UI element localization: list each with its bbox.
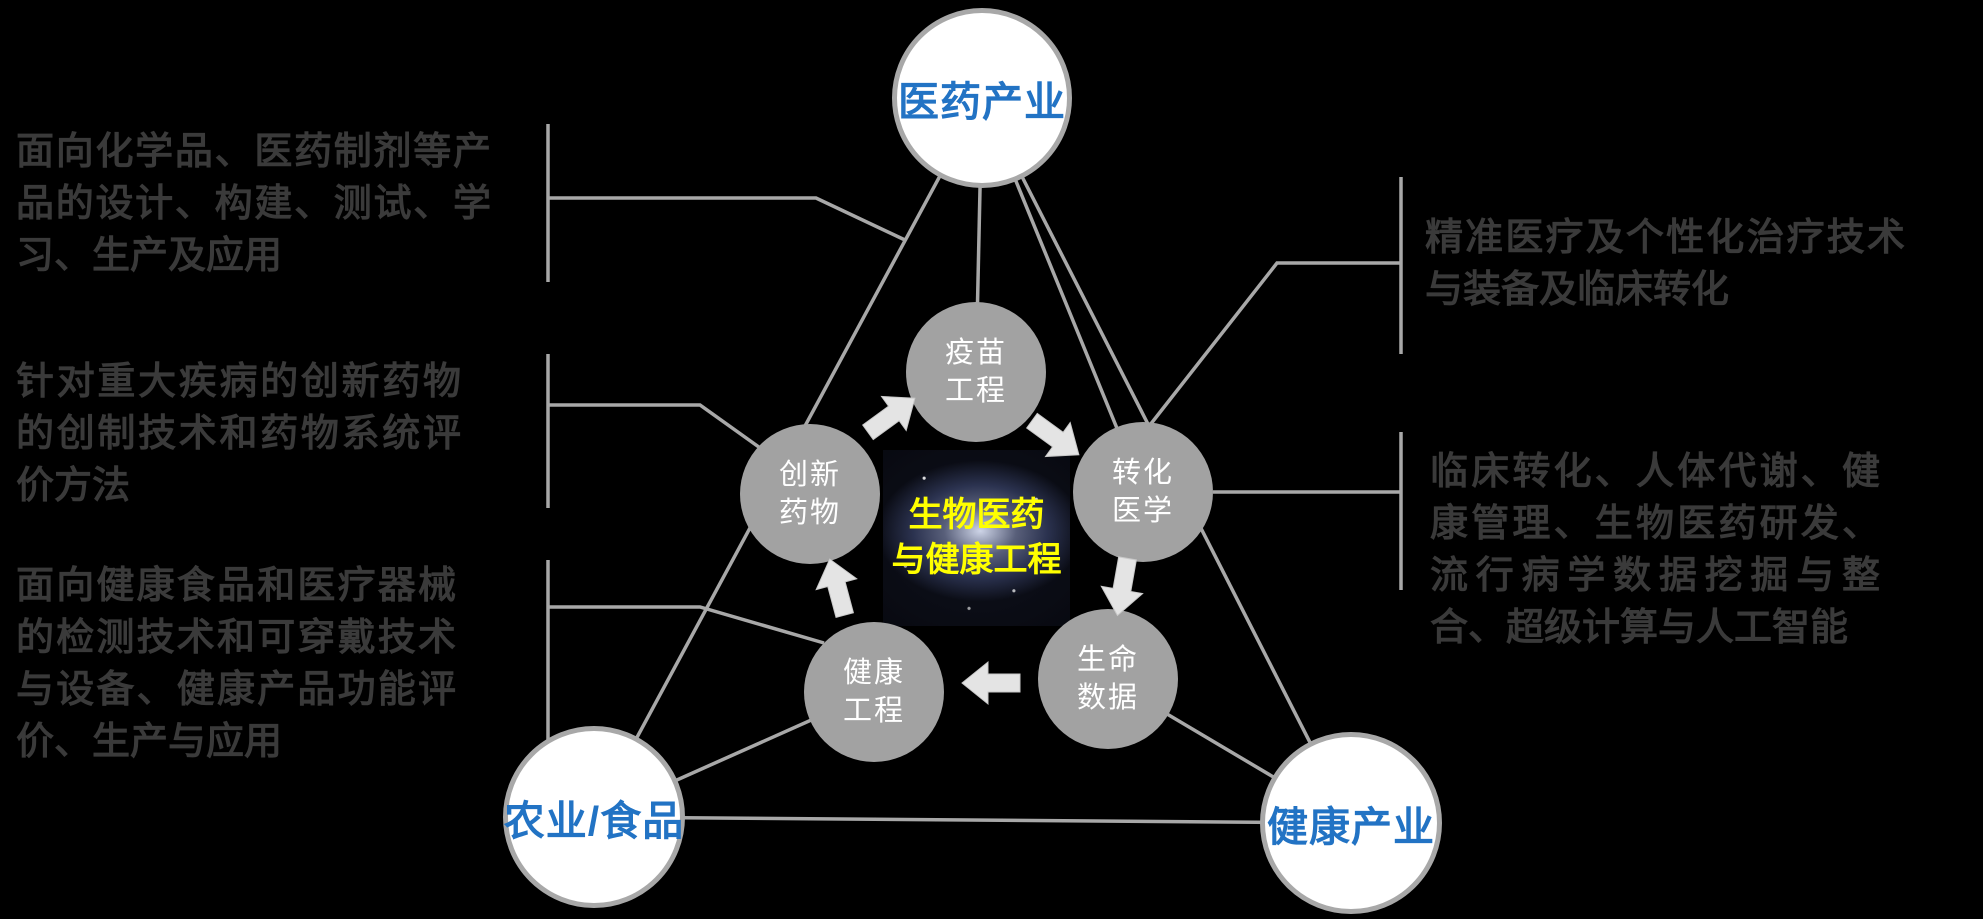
annotation-right-bottom: 临床转化、人体代谢、健康管理、生物医药研发、流行病学数据挖掘与整合、超级计算与人… bbox=[1430, 451, 1880, 649]
industry-node-agriculture-food: 农业/食品 bbox=[503, 726, 685, 908]
center-title-line2: 与健康工程 bbox=[891, 541, 1062, 579]
cycle-node-label: 转化 bbox=[1111, 457, 1174, 489]
cycle-node-life-data: 生命 数据 bbox=[1038, 609, 1178, 749]
cycle-node-label: 疫苗 bbox=[944, 337, 1007, 369]
industry-node-label: 健康产业 bbox=[1267, 804, 1435, 850]
callout-lines bbox=[546, 124, 1403, 768]
cycle-node-label: 药物 bbox=[778, 497, 841, 529]
cycle-node-label: 数据 bbox=[1076, 682, 1139, 714]
cycle-node-label: 创新 bbox=[778, 459, 841, 491]
cycle-node-label: 健康 bbox=[842, 657, 905, 689]
industry-node-health: 健康产业 bbox=[1260, 732, 1442, 914]
center-title-line1: 生物医药 bbox=[908, 496, 1045, 534]
annotation-left-top: 面向化学品、医药制剂等产品的设计、构建、测试、学习、生产及应用 bbox=[16, 131, 491, 277]
cycle-node-label: 工程 bbox=[842, 695, 905, 727]
cycle-node-innovative-drugs: 创新 药物 bbox=[740, 424, 880, 564]
cycle-node-vaccine-engineering: 疫苗 工程 bbox=[906, 302, 1046, 442]
cycle-node-health-engineering: 健康 工程 bbox=[804, 622, 944, 762]
industry-node-label: 医药产业 bbox=[898, 79, 1066, 125]
industry-node-label: 农业/食品 bbox=[503, 798, 685, 844]
cycle-node-label: 工程 bbox=[944, 375, 1007, 407]
annotation-right-top: 精准医疗及个性化治疗技术与装备及临床转化 bbox=[1425, 217, 1905, 311]
cycle-node-translational-medicine: 转化 医学 bbox=[1073, 422, 1213, 562]
annotation-left-middle: 针对重大疾病的创新药物的创制技术和药物系统评价方法 bbox=[16, 361, 461, 507]
galaxy-image: 生物医药 与健康工程 bbox=[883, 450, 1070, 626]
annotation-left-bottom: 面向健康食品和医疗器械的检测技术和可穿戴技术与设备、健康产品功能评价、生产与应用 bbox=[16, 565, 456, 763]
industry-node-pharma: 医药产业 bbox=[892, 8, 1072, 188]
cycle-node-label: 生命 bbox=[1076, 644, 1139, 676]
cycle-node-label: 医学 bbox=[1111, 495, 1174, 527]
